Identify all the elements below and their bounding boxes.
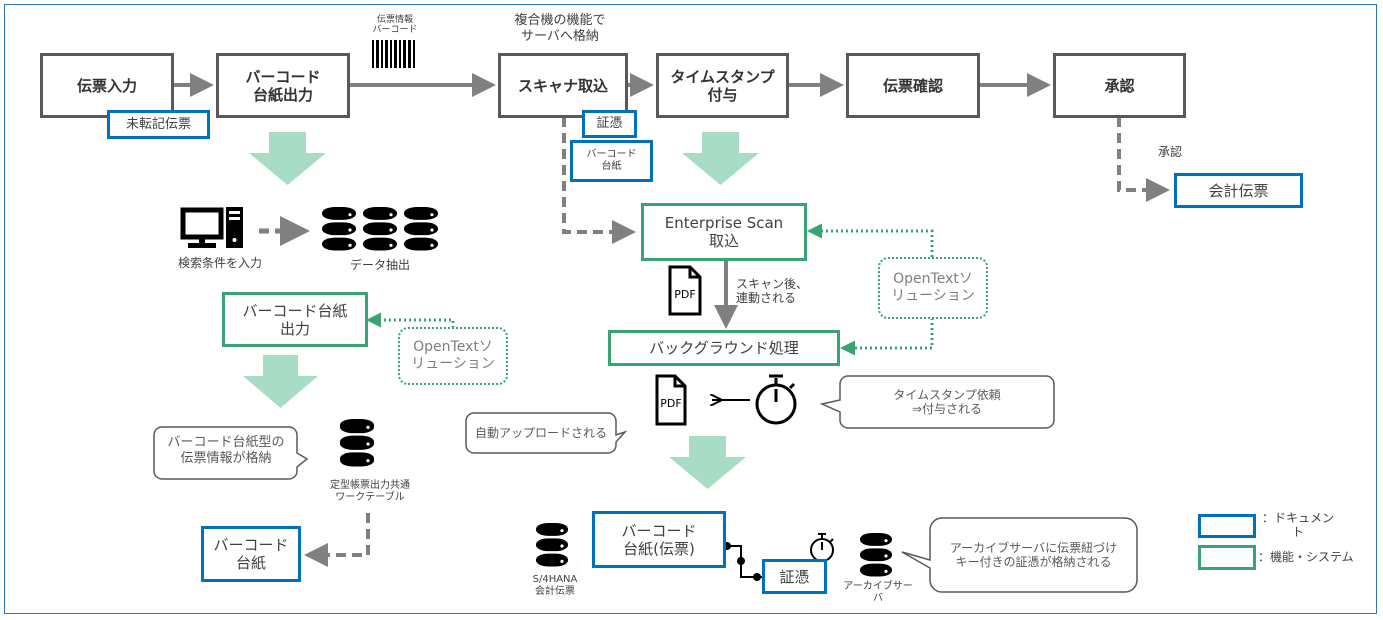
approval-label: 承認 [1157, 144, 1182, 159]
scanner-connector [562, 117, 636, 244]
flow-down-arrow-4 [669, 436, 746, 489]
database-icon-s4hana [536, 523, 568, 567]
search-label: 検索条件を入力 [177, 255, 262, 270]
worktable-label: 定型帳票出力共通 ワークテーブル [330, 480, 410, 503]
svg-text:PDF: PDF [674, 288, 695, 301]
process-slip-entry: 伝票入力 [40, 53, 174, 118]
callout-auto-upload: 自動アップロードされる [474, 425, 607, 440]
doc-evidence-top: 証憑 [582, 110, 637, 138]
scan-linked-label: スキャン後、 連動される [736, 276, 809, 305]
sys-opentext-right: OpenTextソ リューション [878, 257, 988, 319]
process-approval: 承認 [1053, 53, 1186, 118]
link-connector [723, 542, 764, 581]
mfp-caption: 複合機の機能で サーバへ格納 [514, 13, 606, 44]
callout-archive-stored: アーカイブサーバに伝票紐づけ キー付きの証憑が格納される [949, 540, 1118, 569]
svg-text:PDF: PDF [660, 397, 681, 410]
pdf-icon-timestamped: PDF [655, 374, 687, 426]
callout-archive-bubble [901, 517, 1138, 593]
legend-document-swatch [1198, 514, 1256, 538]
callout-timestamp-bubble [819, 375, 1055, 429]
archive-server-label: アーカイブサー バ [843, 581, 913, 604]
extract-label: データ抽出 [349, 257, 410, 272]
callout-auto-upload-bubble [465, 412, 628, 454]
opentext-connector-right-top [807, 223, 934, 257]
database-icon-worktable [340, 419, 374, 467]
diagram-frame [4, 4, 1377, 614]
process-slip-confirm: 伝票確認 [846, 53, 980, 118]
doc-evidence-bottom: 証憑 [762, 559, 827, 594]
process-barcode-output: バーコード 台紙出力 [216, 53, 350, 118]
process-scanner-capture: スキャナ取込 [498, 53, 628, 118]
opentext-connector-right-bottom [840, 318, 934, 356]
barcode-caption: 伝票情報 バーコード [372, 15, 418, 35]
doc-accounting-slip: 会計伝票 [1174, 173, 1303, 208]
barcode-icon [372, 40, 415, 68]
sys-enterprise-scan: Enterprise Scan 取込 [641, 203, 807, 261]
callout-barcode-stored-bubble [153, 426, 309, 480]
computer-icon [180, 207, 243, 248]
callout-timestamp-request: タイムスタンプ依頼 ⇒付与される [893, 387, 1001, 416]
legend-system-label: ：機能・システム [1258, 549, 1354, 564]
stopwatch-icon-small [810, 533, 834, 562]
database-icon-extract-2 [363, 207, 397, 251]
s4hana-label: S/4HANA 会計伝票 [532, 574, 578, 597]
worktable-to-barcode-connector [304, 513, 370, 567]
pdf-icon: PDF [668, 265, 702, 316]
process-timestamp: タイムスタンプ 付与 [656, 53, 789, 118]
database-icon-extract-1 [322, 207, 356, 251]
database-icon-archive [860, 533, 892, 577]
flow-down-arrow-1 [249, 132, 326, 185]
sys-opentext-left: OpenTextソ リューション [398, 327, 508, 385]
legend-system-swatch [1198, 545, 1256, 570]
database-icon-extract-3 [404, 207, 438, 251]
doc-barcode-sheet-small: バーコード 台紙 [570, 140, 653, 182]
flow-down-arrow-3 [682, 132, 759, 185]
callout-barcode-stored: バーコード台紙型の 伝票情報が格納 [167, 435, 285, 466]
approval-connector [1117, 117, 1170, 202]
sys-barcode-sheet-output: バーコード台紙 出力 [222, 292, 368, 347]
doc-unposted-slip: 未転記伝票 [107, 110, 210, 139]
flow-down-arrow-2 [243, 355, 318, 408]
database-icons [322, 207, 892, 577]
sys-background-process: バックグラウンド処理 [608, 330, 840, 366]
doc-barcode-sheet: バーコード 台紙 [201, 526, 301, 582]
legend-document-label: ：ドキュメント [1261, 510, 1334, 539]
stopwatch-icon [755, 374, 797, 425]
doc-barcode-sheet-slip: バーコード 台紙(伝票) [592, 511, 726, 568]
